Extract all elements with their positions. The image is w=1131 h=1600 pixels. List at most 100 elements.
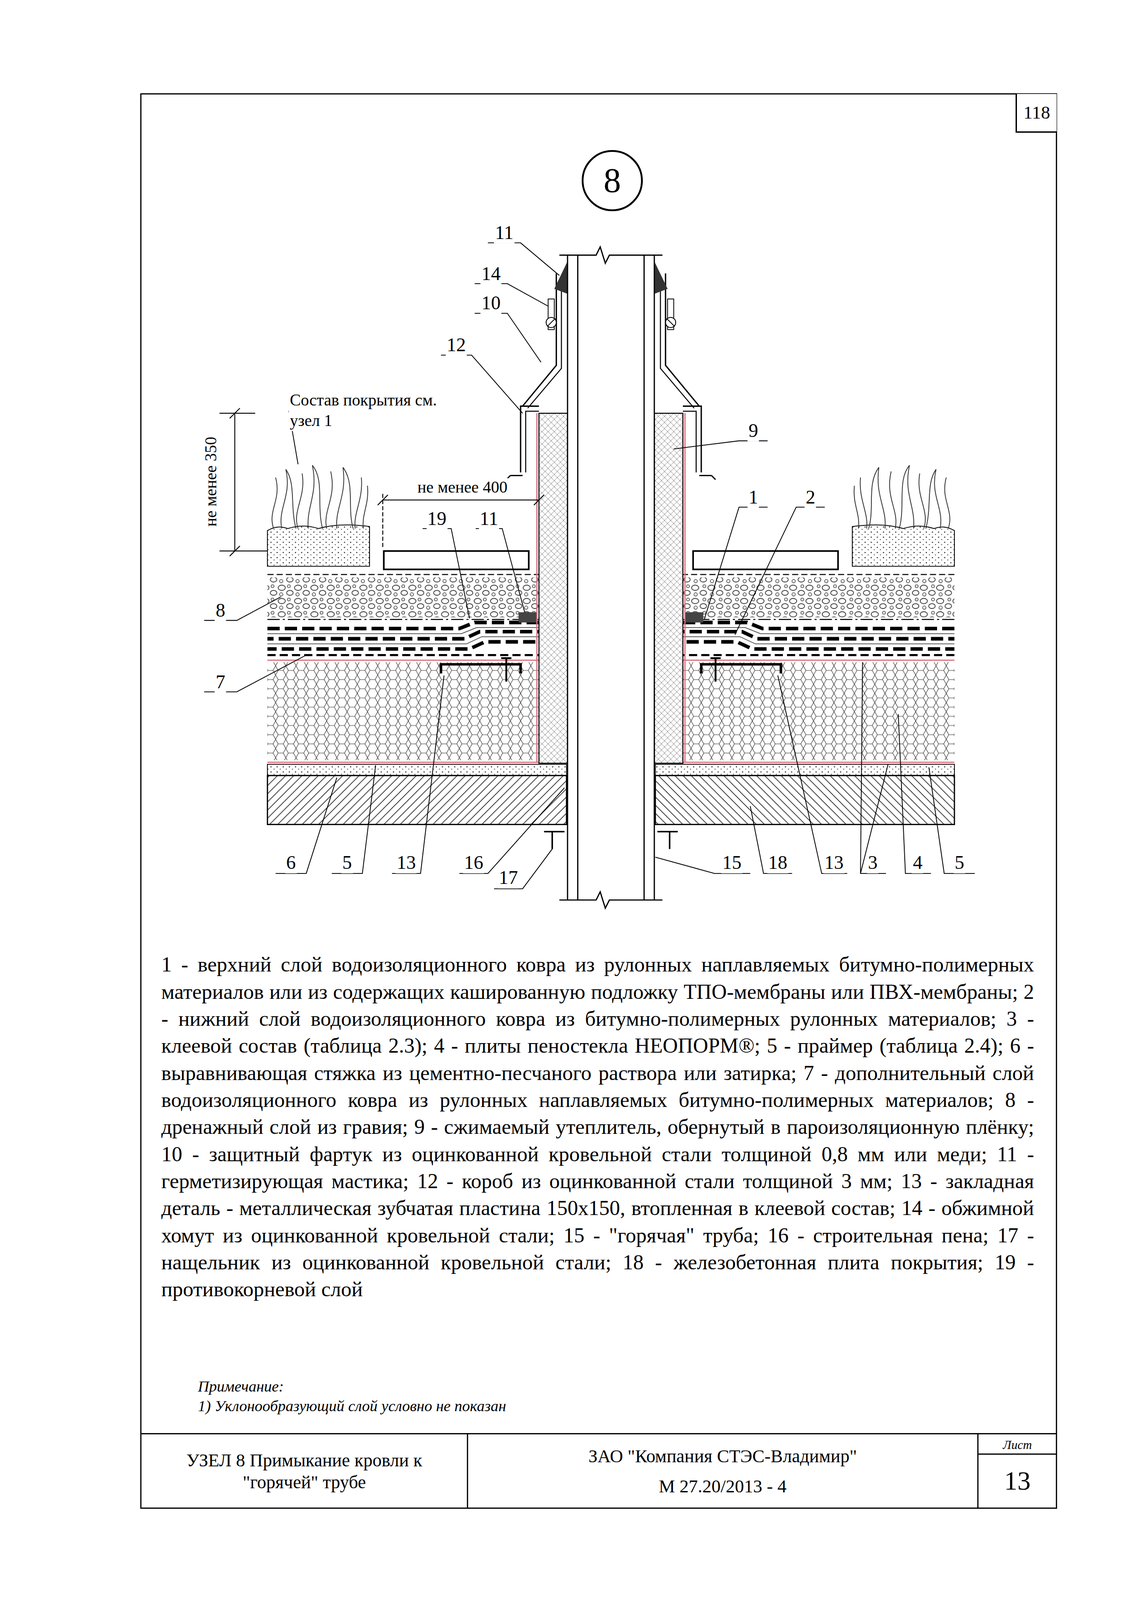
sheet-number-cell: Лист13 <box>979 1435 1056 1508</box>
hot-pipe <box>653 255 656 901</box>
callout-number: 18 <box>767 851 789 874</box>
grass <box>354 477 362 529</box>
callout-number: 1 <box>747 485 760 508</box>
callout-number: 14 <box>480 262 502 285</box>
callout-number: 6 <box>285 851 297 874</box>
roof-layers-half <box>441 664 522 674</box>
roof-layers-half <box>536 413 538 763</box>
leader-lines <box>898 714 932 874</box>
callout-number: 9 <box>747 419 760 442</box>
sheet-frame <box>140 1433 1057 1435</box>
waterproofing <box>267 631 539 640</box>
grass <box>296 473 303 529</box>
roof-layers-half <box>522 273 557 407</box>
page-number-box: 118 <box>1015 93 1057 133</box>
node-text: ЗАО "Компания СТЭС-Владимир" <box>588 1445 857 1468</box>
roof-layers-half <box>267 627 539 634</box>
legend-paragraph: 1 - верхний слой водоизоляционного ковра… <box>161 951 1035 1303</box>
node-subtext: 13 <box>1004 1454 1031 1508</box>
leader-lines <box>474 313 541 363</box>
callout-number: 11 <box>478 507 499 530</box>
grass <box>307 465 323 529</box>
leader-lines <box>475 528 525 613</box>
callout-number: 13 <box>395 851 417 874</box>
leader-lines <box>928 767 975 874</box>
grass <box>336 467 354 529</box>
node-text: 118 <box>1023 101 1051 124</box>
roof-layers-half <box>267 775 567 825</box>
note-heading: Примечание: <box>197 1377 285 1396</box>
hot-pipe <box>567 255 655 901</box>
detail-number-circle: 8 <box>581 150 643 212</box>
callout-number: 8 <box>214 599 227 622</box>
callout-number: 17 <box>497 866 519 889</box>
leader-lines <box>494 849 553 889</box>
roof-layers-half <box>267 636 539 645</box>
dimension-lines <box>219 550 268 552</box>
roof-layers-half <box>267 627 539 645</box>
roof-layers-half <box>267 761 539 764</box>
hot-pipe <box>559 246 663 264</box>
sheet-frame <box>977 1433 979 1509</box>
leader-lines <box>441 355 523 414</box>
dimension-lines <box>533 495 544 506</box>
hot-pipe <box>559 246 663 909</box>
roof-layers-half <box>527 277 562 409</box>
dimension-lines <box>219 412 256 414</box>
roof-layers-half <box>501 658 512 682</box>
callout-number: 5 <box>953 851 966 874</box>
callout-number: 2 <box>804 485 817 508</box>
grass <box>325 471 333 529</box>
roof-layers-half <box>547 318 556 327</box>
callout-number: 19 <box>426 507 448 530</box>
callout-number: 7 <box>214 670 227 693</box>
roof-layers-half <box>267 619 539 621</box>
hot-pipe <box>567 255 569 901</box>
roof-layers-half <box>267 261 568 850</box>
roof-layers-half <box>525 411 539 473</box>
grass <box>281 469 297 529</box>
layer-reference-note: Состав покрытия см. узел 1 <box>288 390 442 432</box>
grass <box>363 485 368 529</box>
roof-layers-half <box>267 659 539 662</box>
grass <box>271 465 368 529</box>
node-subtext: М 27.20/2013 - 4 <box>658 1475 787 1498</box>
dimension-lines <box>382 494 384 550</box>
callout-number: 3 <box>866 851 879 874</box>
dimension-text: не менее 350 <box>201 435 221 528</box>
leader-lines <box>203 242 975 889</box>
roof-layers-half <box>520 406 539 473</box>
roof-layers-half <box>267 662 539 761</box>
roof-layers-half <box>267 764 567 777</box>
hot-pipe <box>559 891 663 909</box>
waterproofing <box>267 622 539 650</box>
dimension-text: не менее 400 <box>416 478 509 498</box>
callout-number: 16 <box>463 851 485 874</box>
roof-layers-half <box>554 261 568 295</box>
node-text: УЗЕЛ 8 Примыкание кровли к "горячей" тру… <box>158 1449 451 1494</box>
roof-layers-half <box>544 831 565 850</box>
callout-number: 12 <box>445 333 467 356</box>
hot-pipe <box>643 255 645 901</box>
leader-lines <box>275 777 337 874</box>
leader-lines <box>673 440 768 449</box>
roof-layers-half <box>546 317 557 328</box>
leader-lines <box>860 662 888 874</box>
title-block-cell: ЗАО "Компания СТЭС-Владимир" М 27.20/2013… <box>469 1435 977 1508</box>
sheet-frame <box>466 1433 469 1509</box>
callout-number: 11 <box>494 221 515 244</box>
dimension-lines <box>382 499 539 501</box>
title-block-cell: УЗЕЛ 8 Примыкание кровли к "горячей" тру… <box>142 1435 467 1508</box>
roof-layers-half <box>518 612 537 623</box>
hot-pipe <box>559 246 663 909</box>
roof-layers-mirror <box>654 261 955 850</box>
leader-lines <box>391 675 444 874</box>
node-text: 8 <box>603 159 621 202</box>
sheet-frame <box>140 93 1057 1509</box>
node-text: Лист <box>1002 1435 1032 1455</box>
note-text: 1) Уклонообразующий слой условно не пока… <box>197 1397 507 1416</box>
roof-layers-half <box>267 525 370 567</box>
callout-number: 5 <box>341 851 353 874</box>
sheet-frame <box>977 1454 1057 1456</box>
